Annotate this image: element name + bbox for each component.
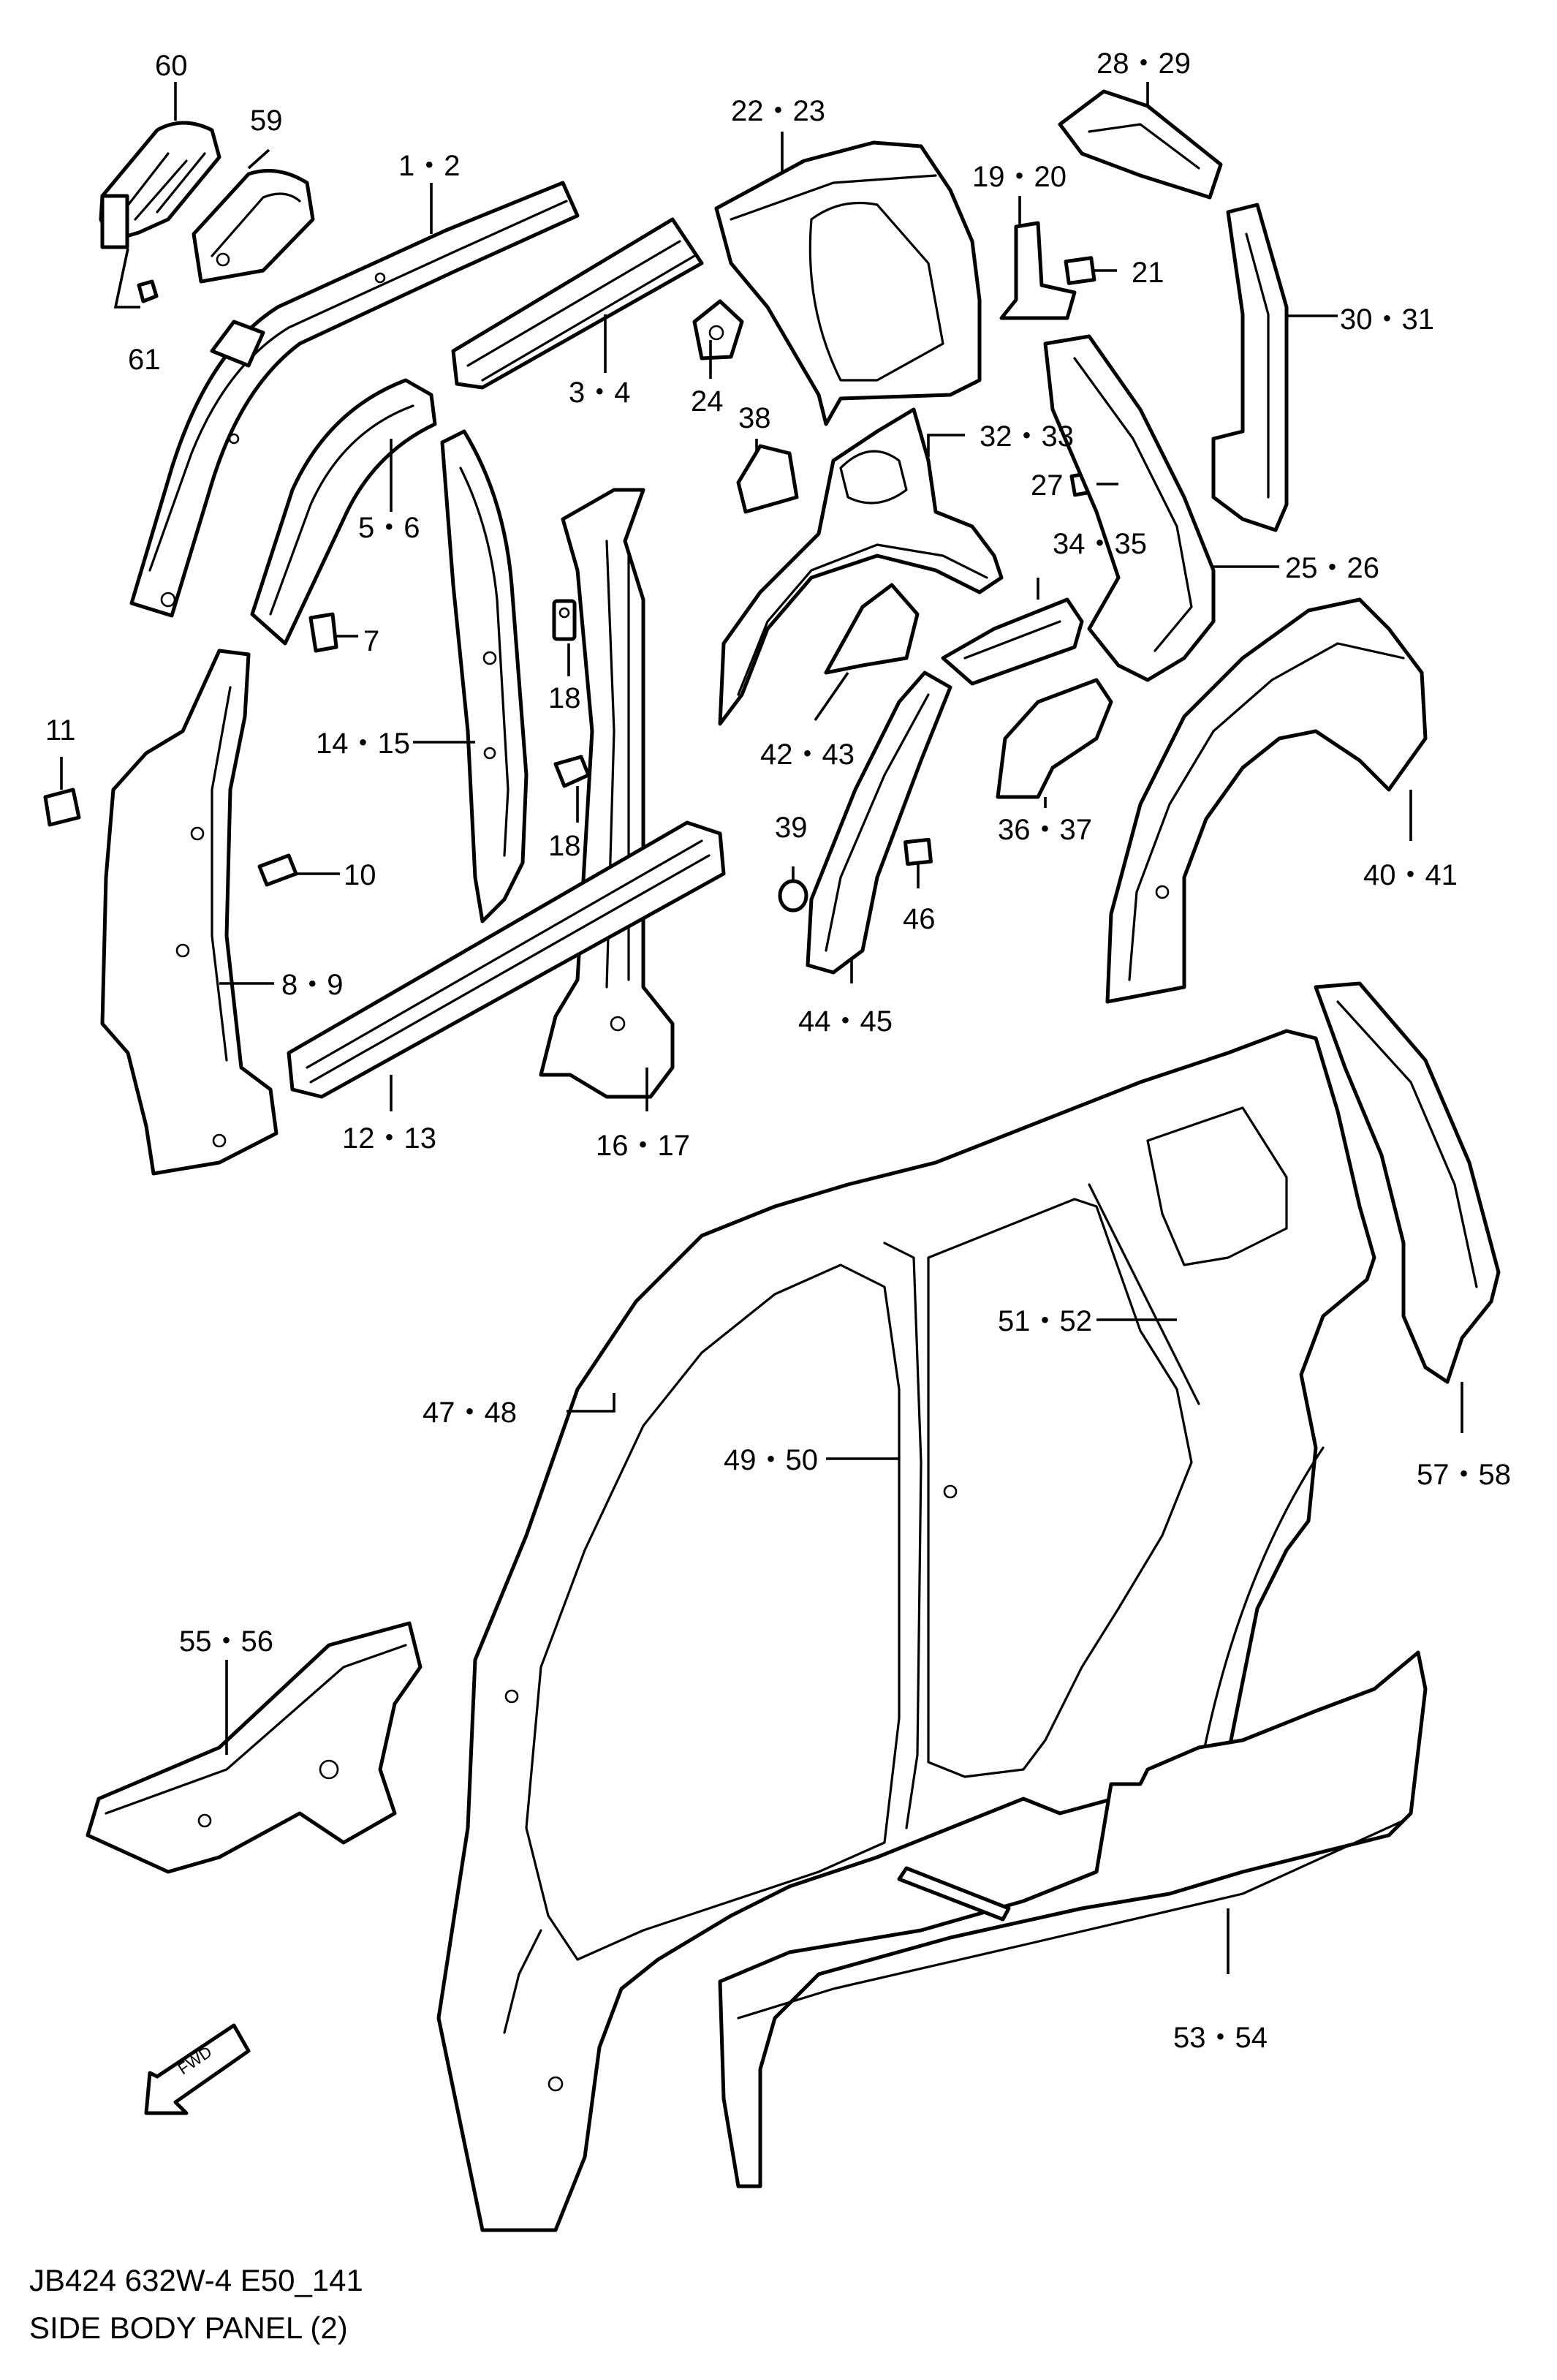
part-42-43 [824,583,920,675]
label-61: 61 [128,344,161,376]
part-38 [736,444,799,514]
label-40-41: 40・41 [1363,859,1458,891]
label-28-29: 28・29 [1096,48,1191,80]
label-42-43: 42・43 [760,738,855,771]
part-14-15 [440,429,529,923]
callout-labels: 60 59 1・2 61 22・23 28・29 19・20 21 30・31 … [45,48,1511,2054]
label-10: 10 [344,859,376,891]
label-11: 11 [45,714,76,747]
part-10 [257,853,298,887]
leader-lines [60,82,1463,1974]
label-5-6: 5・6 [358,512,420,544]
part-28-29 [1058,89,1223,200]
label-16-17: 16・17 [596,1130,690,1162]
label-27: 27 [1031,469,1064,502]
part-1-2 [129,181,580,618]
part-39 [778,879,808,913]
label-39: 39 [775,812,808,844]
part-24 [692,299,744,360]
part-59 [192,169,315,284]
label-49-50: 49・50 [724,1444,818,1476]
label-24: 24 [691,385,724,418]
label-19-20: 19・20 [972,161,1067,193]
label-60: 60 [155,50,188,82]
label-12-13: 12・13 [342,1122,436,1155]
part-3-4 [451,217,704,390]
label-34-35: 34・35 [1053,528,1147,560]
part-47-48 [436,1029,1376,2232]
label-47-48: 47・48 [423,1397,517,1429]
label-3-4: 3・4 [569,377,631,409]
label-32-33: 32・33 [980,420,1074,453]
part-36-37 [996,678,1113,799]
part-25-26 [1043,334,1216,682]
label-30-31: 30・31 [1340,303,1434,336]
label-38: 38 [738,402,771,434]
label-36-37: 36・37 [998,814,1092,846]
part-19-20 [999,221,1077,320]
part-16-17 [539,488,675,1099]
label-22-23: 22・23 [731,95,825,127]
label-25-26: 25・26 [1285,552,1379,584]
label-18-lower: 18 [548,830,581,862]
fwd-arrow: FWD [144,2023,251,2115]
label-46: 46 [903,903,936,935]
part-22-23 [714,140,982,426]
part-49-50 [883,1242,923,1829]
part-40-41 [1105,597,1428,1004]
part-60 [99,121,221,249]
label-55-56: 55・56 [179,1625,273,1658]
label-14-15: 14・15 [316,728,410,760]
diagram-code: JB424 632W-4 E50_141 [29,2263,363,2297]
part-18-lower [553,755,591,788]
label-59: 59 [250,105,283,137]
label-53-54: 53・54 [1173,2022,1268,2054]
part-21 [1064,256,1096,285]
label-8-9: 8・9 [281,969,344,1001]
part-46 [903,837,933,866]
part-34-35 [941,597,1084,686]
part-12-13 [287,820,726,1099]
part-7 [308,612,338,653]
part-8-9 [100,649,279,1176]
part-30-31 [1211,203,1289,532]
part-32-33 [718,407,1004,726]
label-1-2: 1・2 [398,150,461,182]
label-18-upper: 18 [548,682,581,714]
label-7: 7 [363,625,379,657]
part-61 [137,279,159,303]
part-57-58 [1314,981,1501,1384]
label-57-58: 57・58 [1417,1459,1511,1491]
diagram-title: SIDE BODY PANEL (2) [29,2311,348,2345]
part-53-54 [718,1650,1428,2188]
label-44-45: 44・45 [798,1005,893,1038]
part-11 [43,787,81,827]
part-55-56 [86,1621,423,1874]
label-21: 21 [1132,257,1164,289]
part-18-upper [552,599,577,641]
part-51-52 [1088,1183,1200,1405]
label-51-52: 51・52 [998,1305,1092,1337]
part-5-6 [250,378,437,646]
